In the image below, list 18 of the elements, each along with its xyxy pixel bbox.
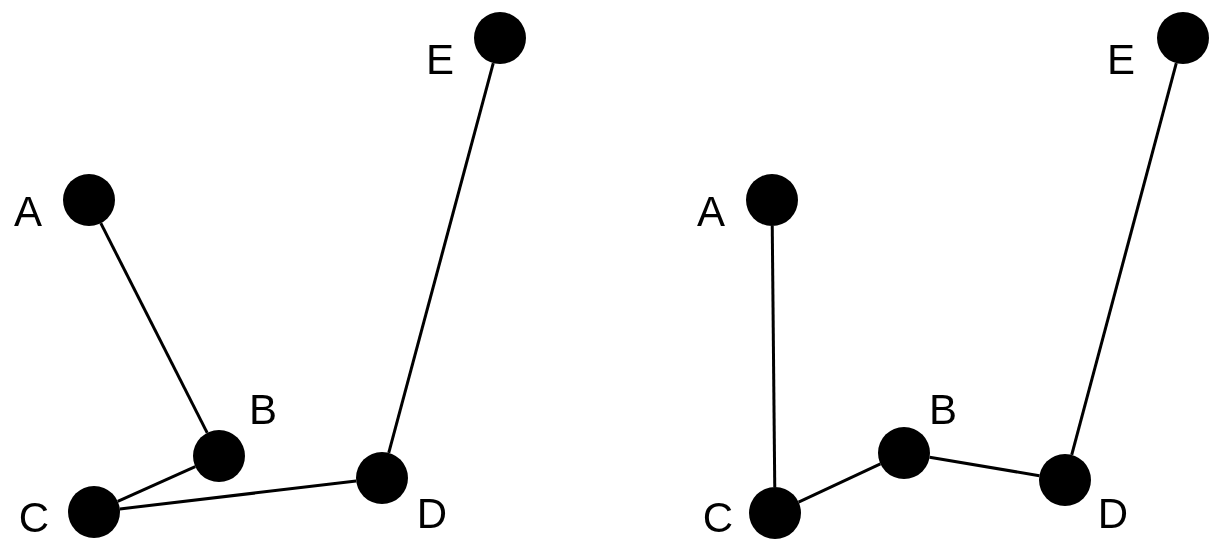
connector-line — [387, 62, 495, 454]
node-label: E — [1107, 39, 1135, 81]
node-label: A — [697, 191, 725, 233]
node-label: C — [18, 497, 50, 539]
node-label: B — [249, 389, 277, 431]
connector-line — [119, 479, 357, 511]
connector-line — [797, 462, 882, 504]
node-label: D — [416, 493, 448, 535]
node-label: B — [929, 389, 957, 431]
node-label: A — [14, 191, 42, 233]
node-label: C — [702, 497, 734, 539]
connector-line — [770, 226, 777, 487]
connector-line — [929, 455, 1040, 478]
connector-line — [99, 222, 209, 434]
connector-line — [1070, 62, 1178, 456]
node-label: E — [426, 39, 454, 81]
connector-line — [117, 465, 196, 503]
node-label: D — [1097, 493, 1129, 535]
